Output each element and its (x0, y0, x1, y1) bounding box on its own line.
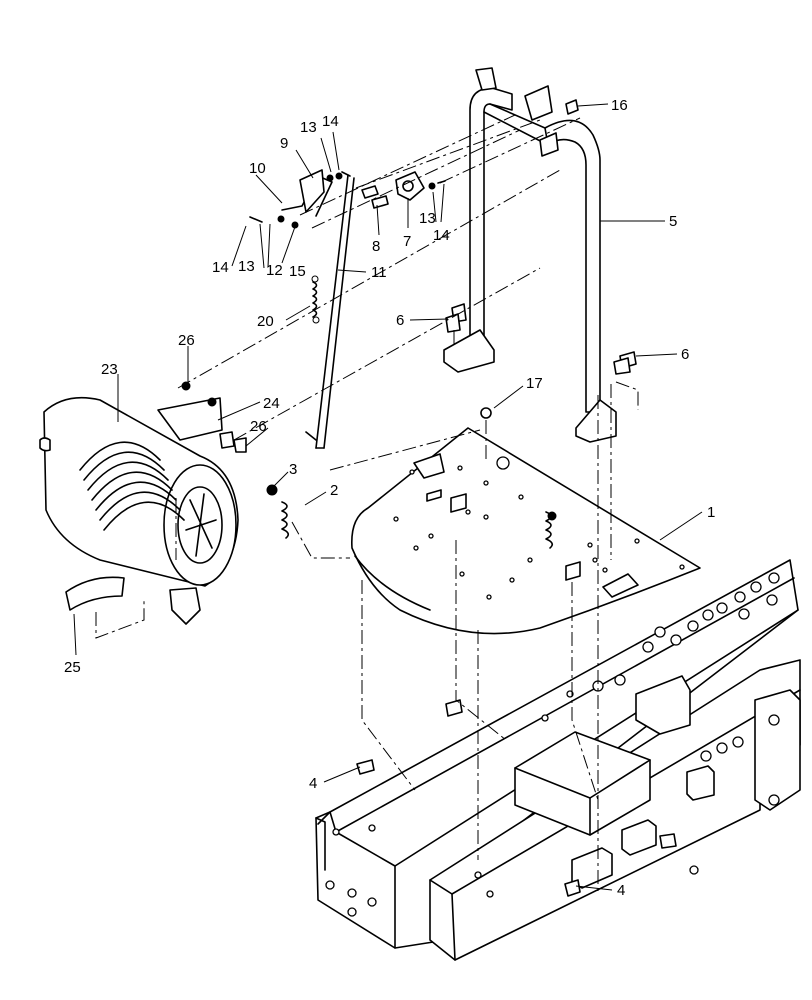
linkage-assembly (249, 169, 446, 449)
callout-23: 23 (101, 361, 118, 378)
callout-3: 3 (289, 461, 297, 478)
callout-8: 8 (372, 238, 380, 255)
callout-13b: 13 (238, 258, 255, 275)
callout-26b: 26 (250, 418, 267, 435)
callout-10: 10 (249, 160, 266, 177)
callout-2: 2 (330, 482, 338, 499)
callout-7: 7 (403, 233, 411, 250)
callout-25: 25 (64, 659, 81, 676)
callout-20: 20 (257, 313, 274, 330)
callout-numbers: 1 2 3 4 4 5 6 6 7 8 9 10 11 12 13 13 13 … (64, 97, 715, 899)
chassis-frame (315, 559, 801, 961)
callout-4a: 4 (309, 775, 317, 792)
callout-9: 9 (280, 135, 288, 152)
callout-14c: 14 (433, 227, 450, 244)
air-cleaner-ribs (79, 441, 185, 531)
callout-1: 1 (707, 504, 715, 521)
callout-6a: 6 (396, 312, 404, 329)
leader-lines (73, 103, 703, 891)
callout-14b: 14 (212, 259, 229, 276)
spring-20 (311, 275, 320, 324)
callout-4b: 4 (617, 882, 625, 899)
callout-13a: 13 (300, 119, 317, 136)
callout-12: 12 (266, 262, 283, 279)
frame-holes (325, 572, 780, 917)
callout-13c: 13 (419, 210, 436, 227)
callout-26a: 26 (178, 332, 195, 349)
callout-24: 24 (263, 395, 280, 412)
callout-17: 17 (526, 375, 543, 392)
rops-frame (443, 67, 617, 443)
floor-plate (351, 427, 701, 635)
callout-14a: 14 (322, 113, 339, 130)
callout-11: 11 (371, 264, 387, 281)
callout-6b: 6 (681, 346, 689, 363)
air-cleaner (39, 381, 247, 625)
callout-5: 5 (669, 213, 677, 230)
assembly-lines (95, 114, 639, 895)
callout-16: 16 (611, 97, 628, 114)
small-parts (266, 99, 677, 897)
callout-15: 15 (289, 263, 306, 280)
